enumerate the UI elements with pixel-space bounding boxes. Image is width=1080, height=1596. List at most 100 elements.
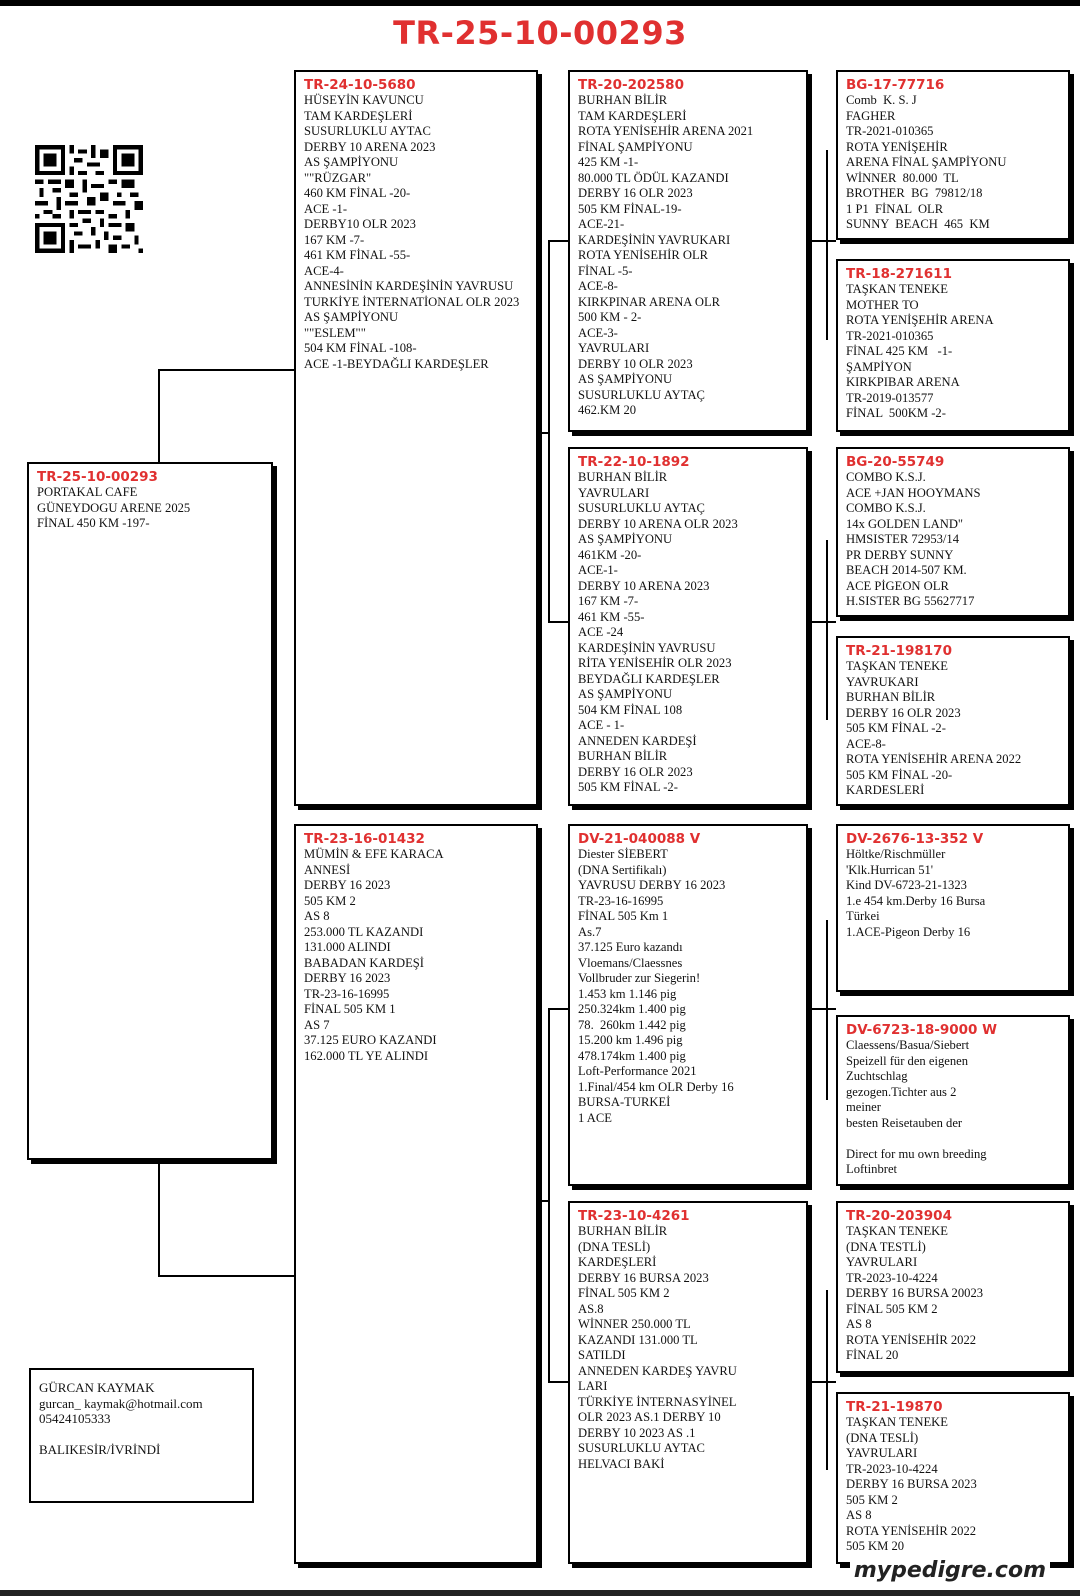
card-line: AS 8	[304, 909, 330, 923]
card-line: GÜNEYDOGU ARENE 2025	[37, 500, 191, 515]
card-line: WİNNER 80.000 TL	[846, 170, 959, 185]
card-line: 14x GOLDEN LAND"	[846, 516, 964, 531]
card-line: YAVRULARI	[846, 1446, 918, 1460]
card-line: ACE-8-	[846, 736, 886, 751]
card-line: 478.174km 1.400 pig	[578, 1048, 686, 1063]
card-line: 461 KM FİNAL -55-	[304, 248, 411, 262]
card-line: COMBO K.S.J.	[846, 470, 926, 484]
card-line: DERBY 16 2023	[304, 971, 391, 985]
card-line: 78. 260km 1.442 pig	[578, 1017, 686, 1032]
card-line: DERBY 16 BURSA 2023	[846, 1477, 977, 1491]
card-line: Comb K. S. J	[846, 93, 917, 107]
ring-number: TR-21-198170	[846, 643, 952, 659]
card-line: KARDEŞLERİ	[578, 1255, 657, 1269]
connector-line	[158, 369, 294, 371]
card-line: ACE-3-	[578, 325, 618, 340]
connector-line	[808, 1008, 836, 1010]
card-line: (DNA TESLİ)	[846, 1430, 919, 1445]
card-line: HÜSEYİN KAVUNCU	[304, 93, 424, 107]
card-line: ANNESİNİN KARDEŞİNİN YAVRUSU	[304, 279, 514, 293]
connector-line	[826, 920, 828, 1100]
card-line: FİNAL 505 Km 1	[578, 909, 669, 923]
ring-number: TR-23-10-4261	[578, 1208, 690, 1224]
card-line: FAGHER	[846, 108, 896, 123]
pedigree-card-sire-dam-sire: BG-20-55749 COMBO K.S.J.ACE +JAN HOOYMAN…	[836, 447, 1070, 617]
card-line: ACE -1-	[304, 201, 348, 216]
card-line: 1 ACE	[578, 1110, 612, 1125]
card-line: ROTA YENİSEHİR 2022	[846, 1523, 977, 1538]
card-line: 504 KM FİNAL -108-	[304, 341, 417, 355]
card-line: ""ESLEM""	[304, 325, 366, 340]
card-line: ACE-21-	[578, 217, 625, 231]
owner-name: GÜRCAN KAYMAK	[39, 1380, 155, 1395]
card-line: 253.000 TL KAZANDI	[304, 924, 424, 939]
connector-line	[808, 1381, 836, 1383]
ring-number: BG-20-55749	[846, 454, 945, 470]
card-line: Kind DV-6723-21-1323	[846, 878, 967, 892]
card-line: SATILDI	[578, 1348, 626, 1362]
card-line: Höltke/Rischmüller	[846, 847, 946, 861]
card-line: 167 KM -7-	[578, 594, 639, 608]
card-line: DERBY 16 OLR 2023	[846, 705, 961, 720]
owner-email[interactable]: gurcan_ kaymak@hotmail.com	[39, 1395, 203, 1411]
card-line: 500 KM - 2-	[578, 310, 642, 324]
ring-number: DV-21-040088 V	[578, 831, 701, 847]
card-line: KARDESLERİ	[846, 783, 925, 797]
card-line: DERBY 16 BURSA 2023	[578, 1270, 709, 1285]
page-title: TR-25-10-00293	[393, 14, 687, 52]
card-line: ANNESİ	[304, 862, 351, 877]
card-line: FİNAL 505 KM 1	[304, 1002, 396, 1016]
owner-location: BALIKESİR/İVRİNDİ	[39, 1441, 161, 1457]
card-line: TR-2019-013577	[846, 390, 934, 405]
card-line: KIRKPIBAR ARENA	[846, 375, 960, 389]
card-line: HMSISTER 72953/14	[846, 532, 960, 546]
card-line: TR-2023-10-4224	[846, 1461, 938, 1476]
card-line: 37.125 EURO KAZANDI	[304, 1033, 437, 1047]
top-border	[0, 0, 1080, 6]
card-line: ANNEDEN KARDEŞ YAVRU	[578, 1363, 737, 1378]
connector-line	[548, 1008, 568, 1010]
card-line: 505 KM FİNAL-19-	[578, 201, 682, 216]
pedigree-card-dam-sire-sire: DV-2676-13-352 V Höltke/Rischmüller'Klk.…	[836, 824, 1070, 992]
card-line: (DNA TESLİ)	[578, 1239, 651, 1254]
card-line: FİNAL 450 KM -197-	[37, 516, 150, 530]
card-line: ""RÜZGAR"	[304, 170, 372, 185]
card-line: ANNEDEN KARDEŞİ	[578, 733, 697, 748]
card-line: DERBY 10 2023 AS .1	[578, 1425, 696, 1440]
card-line: ROTA YENİŞEHİR	[846, 139, 948, 154]
owner-phone[interactable]: 05424105333	[39, 1411, 111, 1426]
pedigree-card-dam-dam: TR-23-10-4261 BURHAN BİLİR(DNA TESLİ)KAR…	[568, 1201, 808, 1564]
connector-line	[548, 621, 568, 623]
pedigree-card-dam-dam-dam: TR-21-19870 TAŞKAN TENEKE(DNA TESLİ)YAVR…	[836, 1392, 1070, 1564]
connector-line	[538, 1200, 548, 1202]
card-line: FİNAL 20	[846, 1348, 899, 1362]
ring-number: TR-20-203904	[846, 1208, 952, 1224]
card-line: YAVRUSU DERBY 16 2023	[578, 878, 726, 892]
card-line: BURHAN BİLİR	[578, 470, 668, 484]
connector-line	[548, 1381, 568, 1383]
card-line: (DNA Sertifikalı)	[578, 862, 667, 877]
connector-line	[808, 240, 836, 242]
card-line: 425 KM -1-	[578, 155, 639, 169]
ring-number: TR-24-10-5680	[304, 77, 416, 93]
ring-number: BG-17-77716	[846, 77, 945, 93]
card-line: BEYDAĞLI KARDEŞLER	[578, 671, 720, 686]
connector-line	[158, 1275, 294, 1277]
card-line: AS ŞAMPİYONU	[304, 310, 399, 324]
card-line: AS ŞAMPİYONU	[578, 372, 673, 386]
card-line: TAM KARDEŞLERİ	[304, 108, 413, 123]
card-line: OLR 2023 AS.1 DERBY 10	[578, 1410, 721, 1424]
card-line: DERBY 16 OLR 2023	[578, 764, 693, 779]
card-line: 1.ACE-Pigeon Derby 16	[846, 924, 971, 939]
card-line: ROTA YENİŞEHİR ARENA	[846, 313, 994, 327]
card-line: Claessens/Basua/Siebert	[846, 1038, 970, 1052]
card-line: gezogen.Tichter aus 2	[846, 1084, 957, 1099]
